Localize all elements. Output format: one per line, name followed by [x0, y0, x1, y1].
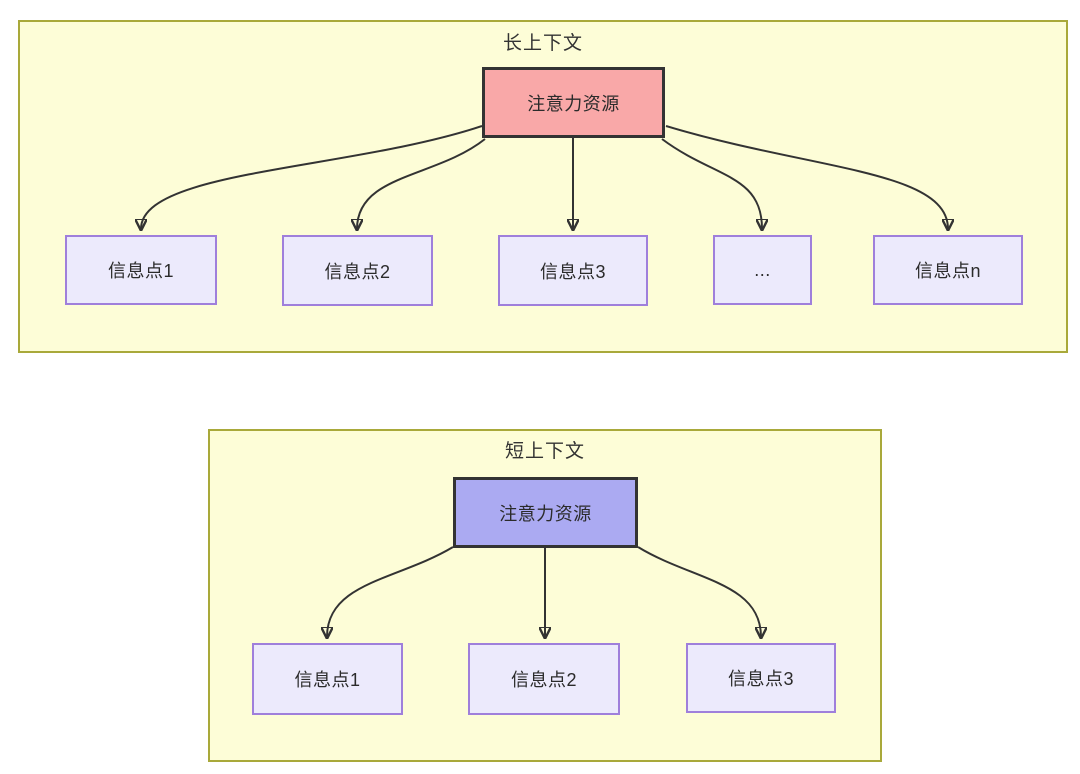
short-info-point-1-node: 信息点1 [252, 643, 403, 715]
short-info-point-3-node: 信息点3 [686, 643, 836, 713]
long-info-point-3-node: 信息点3 [498, 235, 648, 306]
long-info-point-ellipsis-node: ... [713, 235, 812, 305]
long-attention-resource-node: 注意力资源 [482, 67, 665, 138]
short-context-title: 短上下文 [504, 441, 585, 462]
long-context-title: 长上下文 [502, 33, 583, 54]
short-info-point-2-node: 信息点2 [468, 643, 620, 715]
short-attention-resource-node: 注意力资源 [453, 477, 638, 548]
long-info-point-n-node: 信息点n [873, 235, 1023, 305]
long-info-point-2-node: 信息点2 [282, 235, 433, 306]
long-info-point-1-node: 信息点1 [65, 235, 217, 305]
